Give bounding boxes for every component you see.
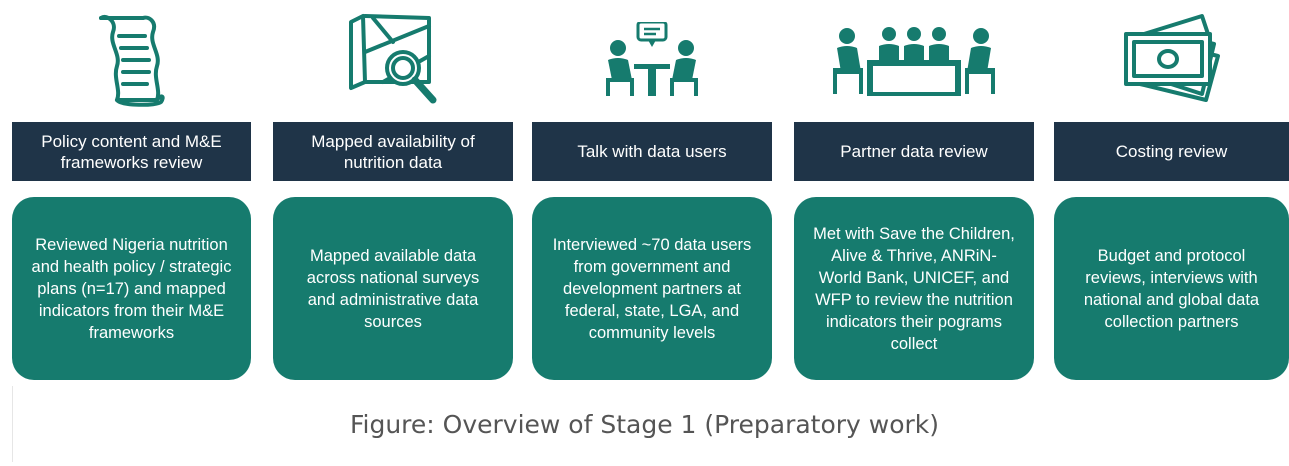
step-description: Budget and protocol reviews, interviews … — [1054, 197, 1289, 380]
money-icon — [1054, 8, 1289, 112]
step-title: Policy content and M&E frameworks review — [12, 122, 251, 181]
scroll-icon — [12, 8, 251, 112]
step-title: Costing review — [1054, 122, 1289, 181]
conversation-icon — [532, 8, 772, 112]
step-title: Partner data review — [794, 122, 1034, 181]
step-title: Talk with data users — [532, 122, 772, 181]
map-magnifier-icon — [273, 8, 513, 112]
step-description: Reviewed Nigeria nutrition and health po… — [12, 197, 251, 380]
step-description: Interviewed ~70 data users from governme… — [532, 197, 772, 380]
divider — [12, 386, 13, 462]
step-title: Mapped availability of nutrition data — [273, 122, 513, 181]
step-description: Mapped available data across national su… — [273, 197, 513, 380]
meeting-table-icon — [794, 8, 1034, 112]
step-description: Met with Save the Children, Alive & Thri… — [794, 197, 1034, 380]
figure-caption: Figure: Overview of Stage 1 (Preparatory… — [349, 410, 940, 439]
